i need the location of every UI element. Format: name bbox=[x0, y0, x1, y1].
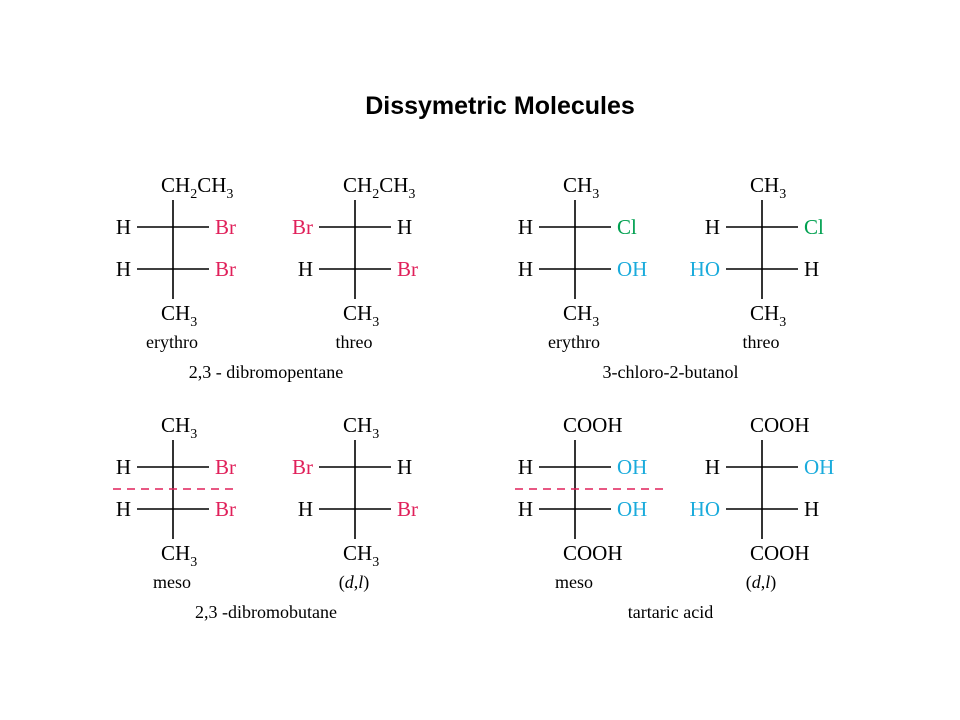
isomer-label: threo bbox=[336, 332, 373, 352]
isomer-label: (d,l) bbox=[339, 572, 370, 593]
right-substituent: OH bbox=[617, 455, 647, 479]
isomer-label: meso bbox=[153, 572, 191, 592]
left-substituent: H bbox=[116, 455, 131, 479]
bottom-group: COOH bbox=[563, 541, 623, 565]
left-substituent: H bbox=[298, 257, 313, 281]
top-group: CH2CH3 bbox=[343, 173, 415, 202]
bottom-group: CH3 bbox=[161, 541, 197, 570]
bottom-group: CH3 bbox=[343, 541, 379, 570]
left-substituent: H bbox=[518, 257, 533, 281]
bottom-group: CH3 bbox=[563, 301, 599, 330]
page-title: Dissymetric Molecules bbox=[365, 92, 635, 120]
left-substituent: HO bbox=[690, 497, 720, 521]
right-substituent: OH bbox=[804, 455, 834, 479]
right-substituent: H bbox=[804, 497, 819, 521]
top-group: CH3 bbox=[161, 413, 197, 442]
bottom-group: COOH bbox=[750, 541, 810, 565]
top-group: CH2CH3 bbox=[161, 173, 233, 202]
left-substituent: H bbox=[298, 497, 313, 521]
compound-name: tartaric acid bbox=[628, 602, 713, 622]
right-substituent: Br bbox=[215, 257, 236, 281]
left-substituent: H bbox=[518, 497, 533, 521]
isomer-label: threo bbox=[743, 332, 780, 352]
right-substituent: OH bbox=[617, 497, 647, 521]
right-substituent: H bbox=[804, 257, 819, 281]
right-substituent: H bbox=[397, 215, 412, 239]
right-substituent: Br bbox=[215, 497, 236, 521]
top-group: CH3 bbox=[750, 173, 786, 202]
isomer-label: erythro bbox=[146, 332, 198, 352]
left-substituent: H bbox=[116, 497, 131, 521]
left-substituent: H bbox=[705, 455, 720, 479]
right-substituent: Cl bbox=[617, 215, 637, 239]
bottom-group: CH3 bbox=[750, 301, 786, 330]
isomer-label: erythro bbox=[548, 332, 600, 352]
compound-name: 3-chloro-2-butanol bbox=[603, 362, 739, 382]
bottom-group: CH3 bbox=[161, 301, 197, 330]
left-substituent: Br bbox=[292, 455, 313, 479]
left-substituent: H bbox=[116, 257, 131, 281]
top-group: COOH bbox=[563, 413, 623, 437]
left-substituent: HO bbox=[690, 257, 720, 281]
top-group: CH3 bbox=[563, 173, 599, 202]
right-substituent: Br bbox=[397, 497, 418, 521]
right-substituent: Br bbox=[215, 455, 236, 479]
right-substituent: Br bbox=[397, 257, 418, 281]
left-substituent: H bbox=[116, 215, 131, 239]
right-substituent: Br bbox=[215, 215, 236, 239]
right-substituent: OH bbox=[617, 257, 647, 281]
top-group: COOH bbox=[750, 413, 810, 437]
bottom-group: CH3 bbox=[343, 301, 379, 330]
fischer-projection: COOH H OH H OH COOH bbox=[515, 413, 663, 565]
left-substituent: H bbox=[705, 215, 720, 239]
left-substituent: H bbox=[518, 455, 533, 479]
right-substituent: Cl bbox=[804, 215, 824, 239]
isomer-label: (d,l) bbox=[746, 572, 777, 593]
isomer-label: meso bbox=[555, 572, 593, 592]
compound-name: 2,3 - dibromopentane bbox=[189, 362, 343, 382]
top-group: CH3 bbox=[343, 413, 379, 442]
right-substituent: H bbox=[397, 455, 412, 479]
left-substituent: H bbox=[518, 215, 533, 239]
left-substituent: Br bbox=[292, 215, 313, 239]
compound-name: 2,3 -dibromobutane bbox=[195, 602, 337, 622]
